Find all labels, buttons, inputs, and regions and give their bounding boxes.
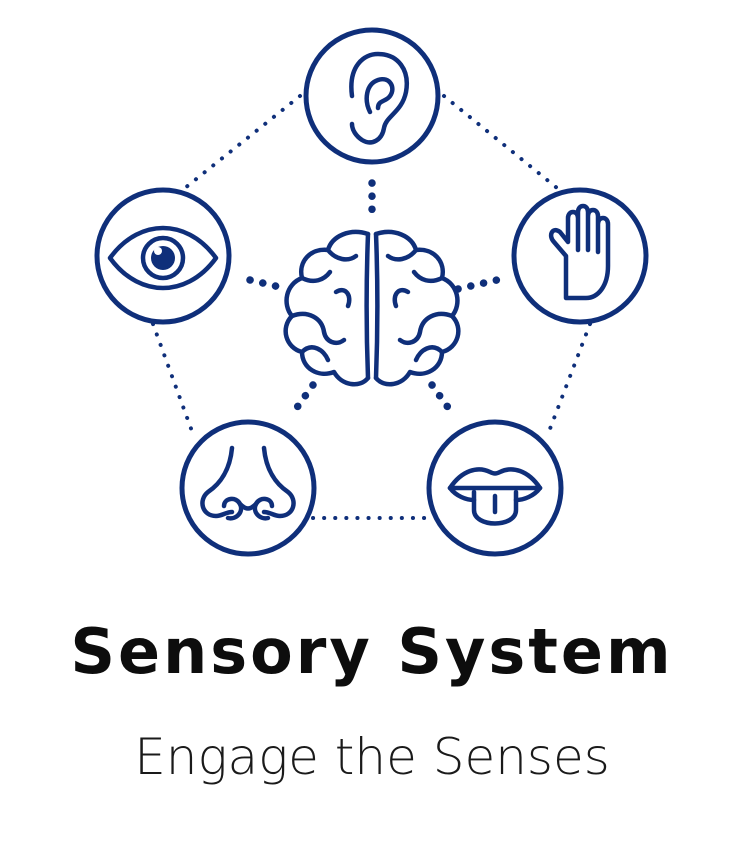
page-subtitle: Engage the Senses: [134, 728, 610, 786]
eye-sense: [94, 187, 232, 325]
eye-icon: [107, 225, 219, 291]
sensory-diagram: [94, 27, 649, 557]
nose-sense: [179, 419, 317, 557]
ear-sense: [303, 27, 441, 165]
nose-icon: [200, 445, 296, 521]
brain-icon: [283, 229, 461, 387]
hand-sense: [511, 187, 649, 325]
mouth-sense: [426, 419, 564, 557]
page-title: Sensory System: [70, 615, 674, 688]
tongue-icon: [447, 467, 543, 526]
spokes: [246, 179, 501, 417]
hand-icon: [548, 203, 611, 301]
ear-icon: [349, 51, 410, 145]
outer-connections: [151, 94, 592, 520]
